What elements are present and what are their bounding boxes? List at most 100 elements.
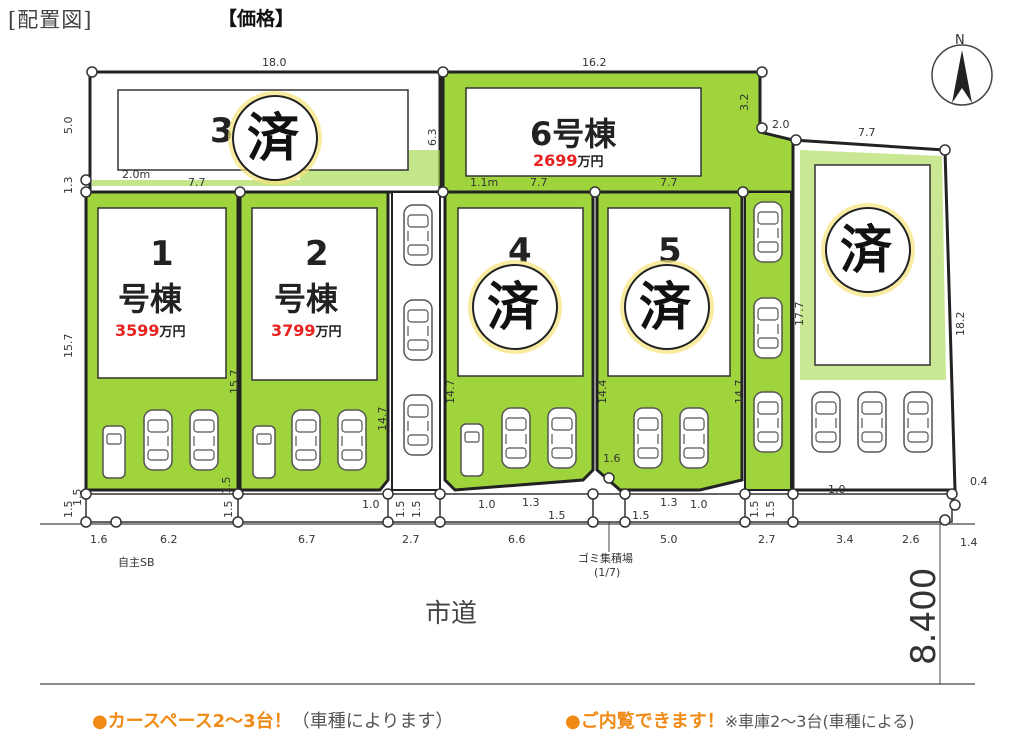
dim-inner: 14.4 [596,380,609,405]
driveway-right-car-icon [753,391,783,453]
lot-4-car-icon [501,407,531,469]
site-plan: 3 6号棟 2699万円 1 号棟 3599万円 2 号棟 3799万円 4 5 [40,33,993,685]
sold-mark-lot-3: 済 [228,91,322,185]
dim-street: 2.6 [902,533,920,546]
dim-frontage: 1.5 [632,509,650,522]
lot-2-number: 2 [305,234,329,274]
dim-inner: 1.1m [470,176,498,189]
lot-1-price-unit: 万円 [159,325,186,340]
dim-frontage: 1.5 [394,501,407,519]
dim-top-step: 2.0 [772,118,790,131]
dim-left-bottom: 1.5 [62,501,75,519]
sold-mark-lot-7: 済 [821,203,915,297]
dim-frontage: 1.5 [548,509,566,522]
sold-mark-lot-5: 済 [620,260,714,354]
dim-inner: 6.3 [426,129,439,147]
footer-viewing-note: ※車庫2～3台(車種による) [724,712,915,731]
dim-corner: 0.4 [970,475,988,488]
road-width: 8.400 [904,568,944,665]
dim-left-top: 5.0 [62,117,75,135]
dim-inner: 17.7 [793,302,806,327]
dim-street: 2.7 [402,533,420,546]
north-arrow-icon: N [931,33,993,106]
dim-inner: 2.0m [122,168,150,181]
dim-corner: 1.0 [690,498,708,511]
lot-7-car-icon [903,391,933,453]
dim-street: 6.6 [508,533,526,546]
dim-frontage: 1.5 [764,501,777,519]
dim-corner: 1.0 [478,498,496,511]
dim-street: 3.4 [836,533,854,546]
sold-mark-text: 済 [639,278,692,338]
dim-inner: 14.7 [733,380,746,405]
lot-6-price-num: 2699 [533,151,578,170]
road-label: 市道 [425,599,477,629]
lot-5-car-icon [633,407,663,469]
lot-1-price-num: 3599 [115,321,160,340]
lot-1-number: 1 [150,234,174,274]
dim-corner: 1.3 [522,496,540,509]
dim-top-left: 18.0 [262,56,287,69]
compass-label: N [955,33,965,48]
garbage-ratio: (1/7) [594,566,620,579]
dim-left-small: 1.3 [62,177,75,195]
lot-6-price-unit: 万円 [577,155,604,170]
lot-2-price-num: 3799 [271,321,316,340]
lot-7-car-icon [811,391,841,453]
lot-6-price: 2699万円 [533,151,604,170]
sold-mark-lot-4: 済 [468,260,562,354]
footer-carspace: ●カースペース2～3台！（車種によります） [92,707,453,733]
driveway-car-icon [403,394,433,456]
dim-corner: 1.6 [603,452,621,465]
lot-1-car-icon [143,409,173,471]
dim-corner: 1.0 [362,498,380,511]
dim-inner: 7.7 [660,176,678,189]
sold-mark-text: 済 [487,278,540,338]
lot-1-car-icon [189,409,219,471]
lot-4-car-icon [547,407,577,469]
lot-1-small-car-icon [102,425,126,479]
frontage-strip [85,493,953,523]
lot-2-price: 3799万円 [271,321,342,340]
dim-top-center: 16.2 [582,56,607,69]
price-heading: 【価格】 [218,8,295,30]
lot-2-price-unit: 万円 [315,325,342,340]
lot-4-small-car-icon [460,423,484,477]
lot-2-small-car-icon [252,425,276,479]
dim-frontage: 1.5 [410,501,423,519]
dim-street: 5.0 [660,533,678,546]
dim-street: 6.2 [160,533,178,546]
footer-viewing: ●ご内覧できます！※車庫2～3台(車種による) [565,707,915,733]
plan-title: [配置図] [8,8,93,32]
sold-mark-text: 済 [840,221,893,281]
dim-frontage: 1.5 [71,489,84,507]
sold-mark-text: 済 [247,109,300,169]
driveway-right-car-icon [753,201,783,263]
dim-street: 1.4 [960,536,978,549]
garbage-label: ゴミ集積場 [578,551,633,565]
lot-1-price: 3599万円 [115,321,186,340]
dim-inner: 7.7 [530,176,548,189]
dim-frontage: 1.5 [748,501,761,519]
lot-2-house [251,207,378,381]
footer-carspace-text: ●カースペース2～3台！ [92,711,292,732]
dim-inner: 14.7 [376,407,389,432]
dim-inner: 14.7 [444,380,457,405]
dim-inner: 15.7 [228,370,241,395]
lot-3-number: 3 [210,111,234,151]
self-sb-label: 自主SB [118,556,155,569]
lot-1-label: 号棟 [118,280,183,318]
lot-2-car-icon [291,409,321,471]
lot-2-car-icon [337,409,367,471]
driveway-right-car-icon [753,297,783,359]
lot-1-house [97,207,227,379]
lot-2-label: 号棟 [274,280,339,318]
dim-frontage: 1.5 [220,477,233,495]
dim-frontage: 1.5 [222,501,235,519]
dim-top-right: 7.7 [858,126,876,139]
dim-corner: 1.0 [828,483,846,496]
driveway-car-icon [403,204,433,266]
dim-street: 1.6 [90,533,108,546]
lot-7-car-icon [857,391,887,453]
boundary-markers [80,66,961,528]
